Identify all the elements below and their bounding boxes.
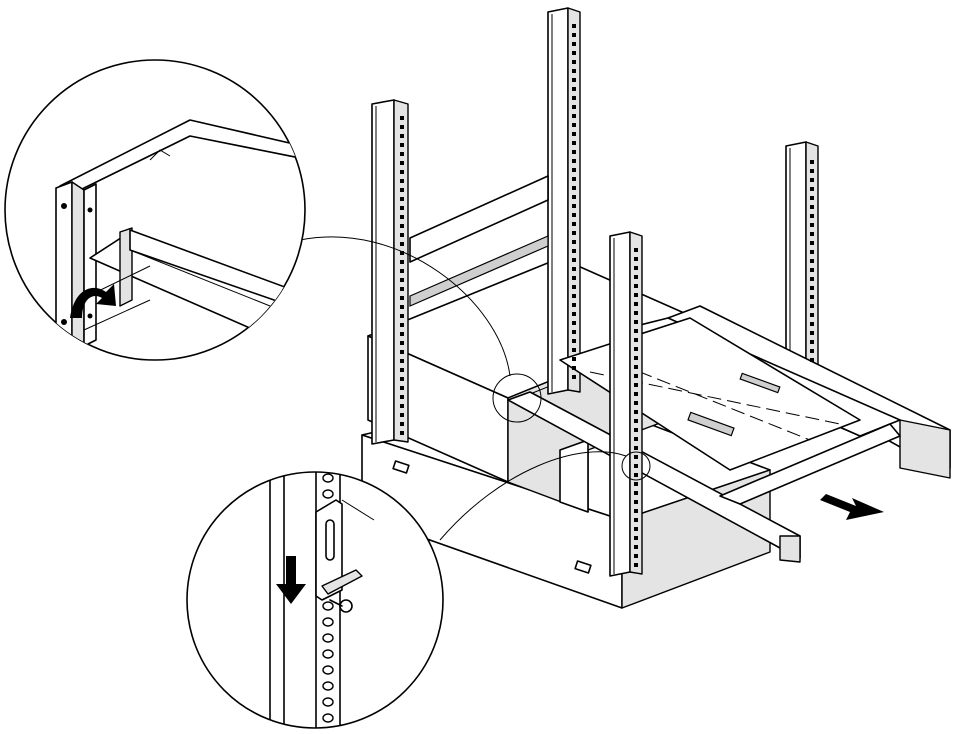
slide-down-arrow-icon xyxy=(276,556,306,604)
rack-post-front-left xyxy=(371,99,409,445)
detail-marker-hook xyxy=(621,451,651,481)
slide-rail-left xyxy=(507,391,901,563)
rotate-tab-arrow-icon xyxy=(70,284,116,318)
leader-line-bottom xyxy=(439,451,627,541)
rear-rail xyxy=(409,235,549,307)
push-in-arrow-icon xyxy=(820,494,884,520)
callout-front-rail-bracket xyxy=(4,59,306,361)
leader-line-top xyxy=(299,236,511,377)
detail-marker-bracket xyxy=(492,373,542,423)
post-mounting-holes xyxy=(400,24,814,567)
rack-post-rear-left xyxy=(547,7,581,395)
rear-cross-bracket xyxy=(409,175,549,263)
rack-post-rear-right xyxy=(785,141,819,375)
rack-assembly xyxy=(299,7,951,609)
callout-rack-post-hook xyxy=(186,471,444,729)
